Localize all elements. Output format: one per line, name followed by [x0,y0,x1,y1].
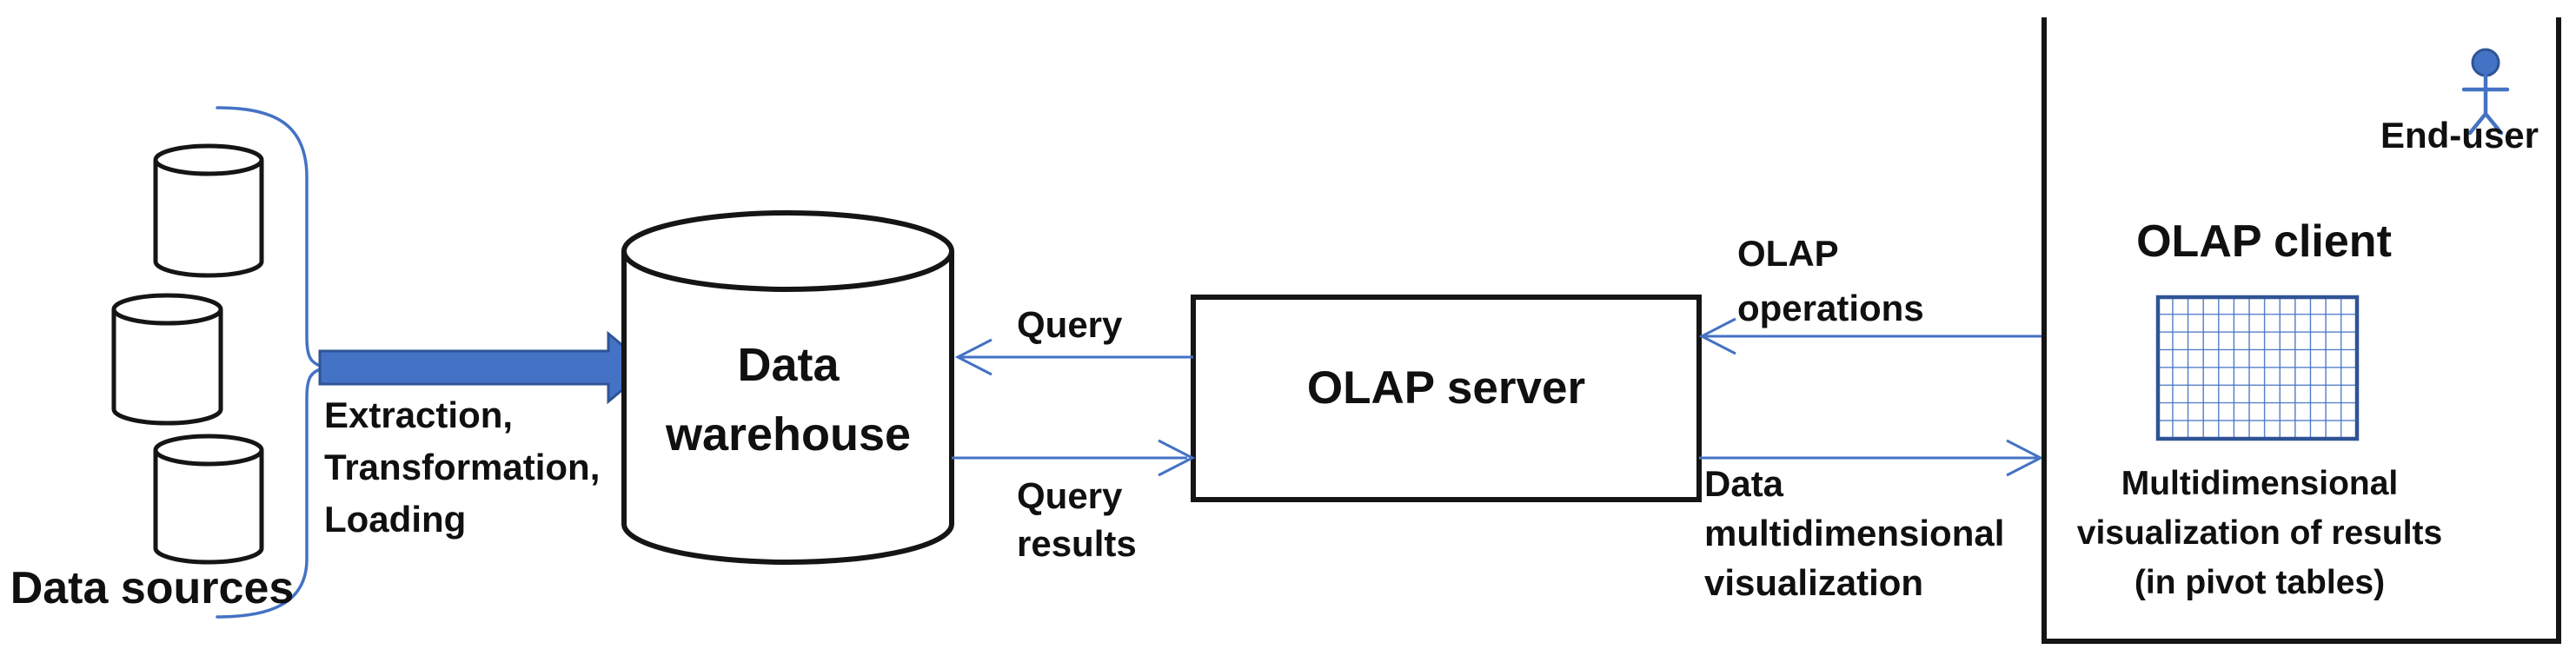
data-visualization-label: Data multidimensional visualization [1704,459,2004,607]
pivot-table-caption-line: Multidimensional [2121,465,2399,502]
data-visualization-label-line: visualization [1704,562,1924,603]
olap-operations-label-line: OLAP [1737,233,1839,274]
olap-operations-label: OLAP operations [1737,226,1924,335]
data-visualization-label-line: Data [1704,463,1784,504]
query-results-label-line: Query [1017,475,1123,516]
olap-operations-arrow-icon [1698,317,2044,355]
olap-server-label-text: OLAP server [1306,362,1586,414]
olap-client-title: OLAP client [2136,216,2392,267]
olap-server-label: OLAP server [1193,297,1699,500]
end-user-label: End-user [2380,115,2539,156]
source-cylinder-icon [153,143,264,278]
query-results-label: Query results [1017,472,1137,567]
olap-server-box [1191,295,1702,502]
etl-label: Extraction, Transformation, Loading [324,389,600,546]
data-warehouse-label: Data warehouse [614,330,962,469]
etl-label-line: Loading [324,499,467,540]
pivot-table-caption-line: (in pivot tables) [2134,564,2386,601]
warehouse-cylinder-icon [621,210,954,565]
source-cylinder-icon [111,293,223,426]
etl-label-line: Extraction, [324,394,514,435]
data-warehouse-label-line: warehouse [665,408,912,461]
query-results-arrow-icon [952,439,1196,477]
data-warehouse-label-line: Data [737,339,840,391]
olap-operations-label-line: operations [1737,288,1924,328]
data-visualization-arrow-icon [1699,439,2044,477]
query-results-label-line: results [1017,523,1137,564]
end-user-icon [2461,48,2510,136]
source-cylinder-icon [153,434,264,565]
data-sources-label: Data sources [10,563,295,613]
data-visualization-label-line: multidimensional [1704,513,2005,553]
pivot-table-caption: Multidimensional visualization of result… [2066,459,2453,607]
query-label: Query [1017,304,1123,345]
pivot-grid-icon [2155,295,2360,441]
pivot-table-caption-line: visualization of results [2076,514,2443,552]
query-arrow-icon [954,338,1193,376]
etl-label-line: Transformation, [324,447,601,487]
olap-client-panel [2042,17,2561,644]
